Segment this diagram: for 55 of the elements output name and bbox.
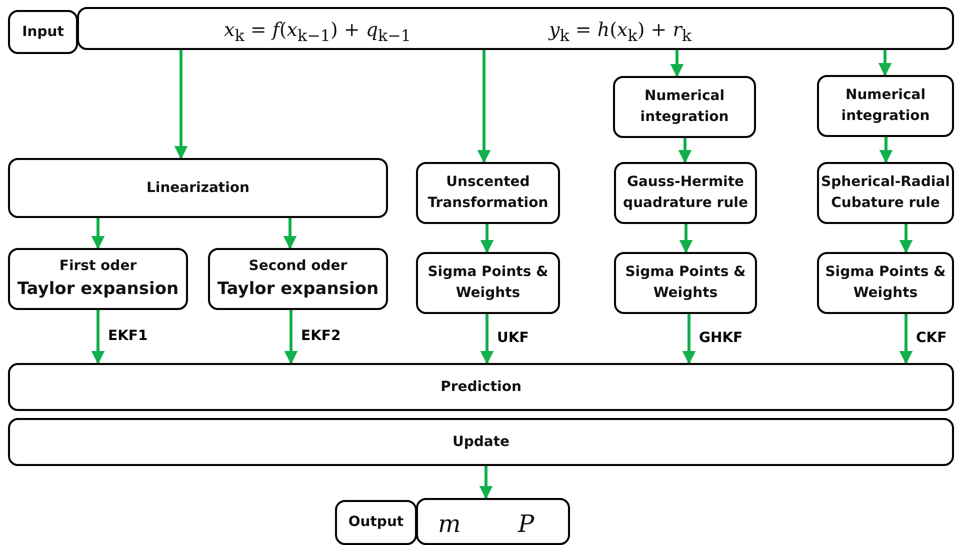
process-box (416, 252, 560, 314)
process-box (8, 248, 188, 310)
arrow (878, 50, 892, 76)
equation-text: x$_{k}$ = f(x$_{k−1}$) + q$_{k−1}$ (224, 18, 411, 47)
process-box (8, 158, 388, 218)
arrow (678, 138, 692, 164)
node-label: Numerical integration (639, 87, 730, 127)
node-label: Sigma Points & Weights (824, 263, 947, 303)
node-label: Prediction (440, 378, 522, 396)
arrow (284, 310, 298, 364)
process-box (614, 162, 757, 224)
arrow (682, 314, 696, 364)
node-label: Taylor expansion (17, 278, 179, 301)
process-box (817, 75, 954, 137)
process-box (817, 162, 954, 224)
node-label: Linearization (146, 178, 250, 198)
input-box (8, 10, 78, 54)
arrow (283, 218, 297, 250)
node-label: Input (22, 22, 64, 42)
arrow (91, 310, 105, 364)
node-label: Update (452, 432, 510, 452)
arrow (480, 224, 494, 254)
equation-box (77, 7, 954, 50)
process-box (208, 248, 388, 310)
output-value-box (416, 498, 570, 545)
arrow (477, 50, 491, 164)
arrow (479, 466, 493, 500)
arrow (899, 224, 913, 254)
arrow (899, 314, 913, 364)
arrow (879, 137, 893, 164)
equation-text: y$_{k}$ = h(x$_{k}$) + r$_{k}$ (549, 18, 692, 47)
arrow (670, 50, 684, 78)
node-label: Unscented Transformation (426, 173, 550, 213)
process-box (613, 76, 756, 138)
node-label: Taylor expansion (217, 278, 379, 301)
node-label: Second oder (248, 256, 348, 276)
node-label: Sigma Points & Weights (426, 263, 550, 303)
math-symbol: P (518, 509, 534, 540)
node-label: Numerical integration (840, 86, 931, 126)
node-label: Sigma Points & Weights (624, 263, 747, 303)
node-label: Spherical-Radial Cubature rule (820, 173, 951, 213)
process-box (817, 252, 954, 314)
update-band (8, 418, 954, 466)
arrow (480, 314, 494, 364)
prediction-band (8, 363, 954, 411)
arrow (174, 50, 188, 160)
node-label: First oder (59, 256, 137, 276)
node-label: Output (348, 513, 404, 532)
math-symbol: m (438, 509, 461, 540)
process-box (416, 162, 560, 224)
node-label: Gauss-Hermite quadrature rule (622, 173, 749, 213)
output-box (335, 500, 417, 545)
process-box (614, 252, 757, 314)
arrow (679, 224, 693, 254)
arrow (91, 218, 105, 250)
